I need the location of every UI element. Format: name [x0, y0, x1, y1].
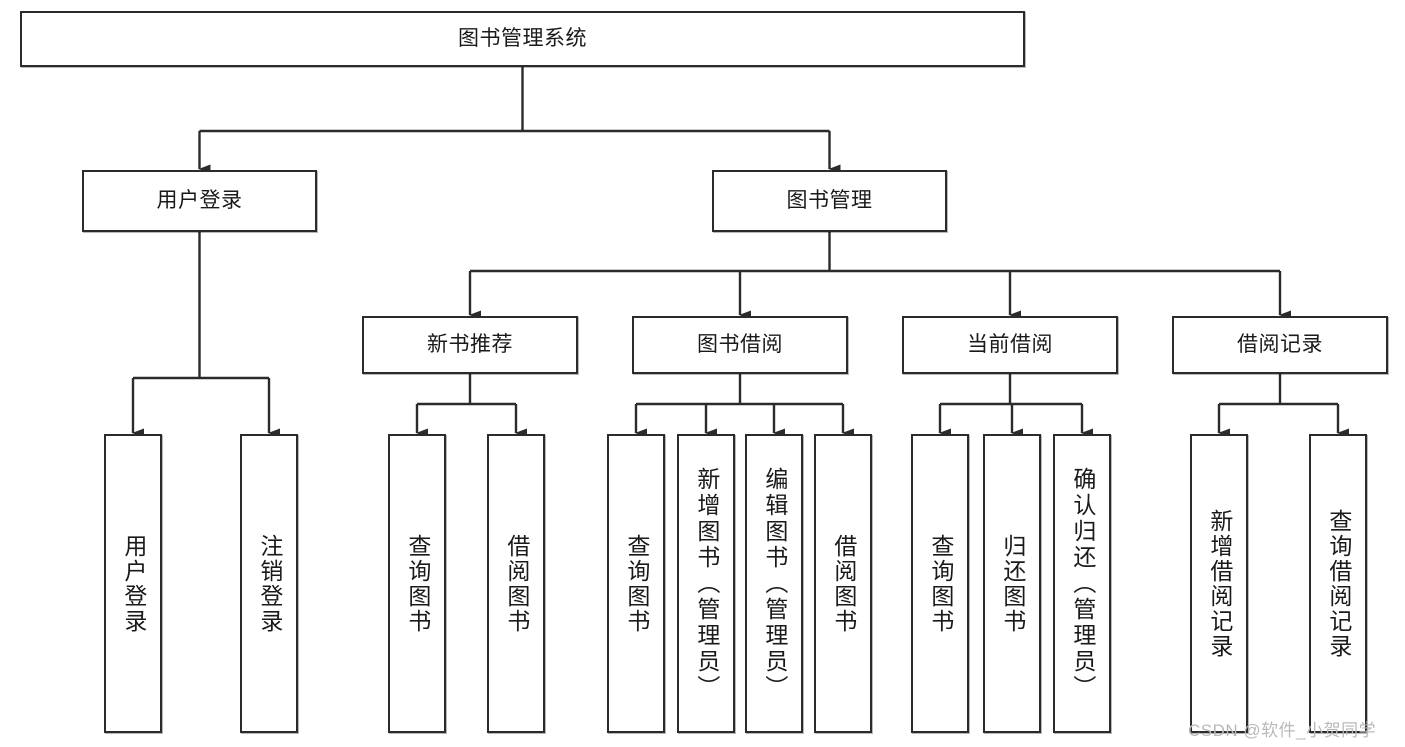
node-new-book-recommend[interactable]: 新书推荐 [362, 316, 578, 374]
node-leaf-query-book-2[interactable]: 查询图书 [607, 434, 665, 733]
node-leaf-query-book-3[interactable]: 查询图书 [911, 434, 969, 733]
node-label-book-manage: 图书管理 [786, 189, 873, 213]
node-label-leaf-query-book-1: 查询图书 [404, 533, 431, 634]
node-leaf-edit-book-admin[interactable]: 编辑图书（管理员） [745, 434, 803, 733]
node-leaf-borrow-book-1[interactable]: 借阅图书 [487, 434, 545, 733]
node-label-leaf-borrow-book-2: 借阅图书 [830, 533, 857, 634]
csdn-watermark: CSDN @软件_小贺同学 [1188, 721, 1377, 740]
node-label-leaf-user-login: 用户登录 [120, 533, 147, 634]
node-label-borrow-record: 借阅记录 [1237, 333, 1323, 357]
node-label-leaf-edit-book-admin: 编辑图书（管理员） [761, 466, 788, 701]
node-leaf-borrow-book-2[interactable]: 借阅图书 [814, 434, 872, 733]
node-label-leaf-add-borrow-record: 新增借阅记录 [1206, 508, 1233, 659]
node-label-leaf-query-book-3: 查询图书 [927, 533, 954, 634]
node-leaf-add-borrow-record[interactable]: 新增借阅记录 [1190, 434, 1248, 733]
node-leaf-logout-login[interactable]: 注销登录 [240, 434, 298, 733]
node-label-leaf-return-book: 归还图书 [999, 533, 1026, 634]
node-leaf-query-book-1[interactable]: 查询图书 [388, 434, 446, 733]
node-book-manage[interactable]: 图书管理 [712, 170, 947, 232]
node-root[interactable]: 图书管理系统 [20, 11, 1025, 67]
node-current-borrow[interactable]: 当前借阅 [902, 316, 1118, 374]
node-label-leaf-confirm-return-admin: 确认归还（管理员） [1069, 466, 1096, 701]
node-label-root: 图书管理系统 [458, 27, 587, 51]
node-leaf-user-login[interactable]: 用户登录 [104, 434, 162, 733]
node-label-leaf-query-book-2: 查询图书 [623, 533, 650, 634]
node-leaf-return-book[interactable]: 归还图书 [983, 434, 1041, 733]
node-label-leaf-borrow-book-1: 借阅图书 [503, 533, 530, 634]
node-label-leaf-query-borrow-record: 查询借阅记录 [1325, 508, 1352, 659]
node-leaf-add-book-admin[interactable]: 新增图书（管理员） [677, 434, 735, 733]
node-leaf-confirm-return-admin[interactable]: 确认归还（管理员） [1053, 434, 1111, 733]
node-user-login[interactable]: 用户登录 [82, 170, 317, 232]
node-label-book-borrow: 图书借阅 [697, 333, 783, 357]
node-borrow-record[interactable]: 借阅记录 [1172, 316, 1388, 374]
node-label-user-login: 用户登录 [156, 189, 243, 213]
node-label-current-borrow: 当前借阅 [967, 333, 1053, 357]
node-book-borrow[interactable]: 图书借阅 [632, 316, 848, 374]
node-leaf-query-borrow-record[interactable]: 查询借阅记录 [1309, 434, 1367, 733]
node-label-leaf-add-book-admin: 新增图书（管理员） [693, 466, 720, 701]
node-label-new-book-recommend: 新书推荐 [427, 333, 513, 357]
node-label-leaf-logout-login: 注销登录 [256, 533, 283, 634]
